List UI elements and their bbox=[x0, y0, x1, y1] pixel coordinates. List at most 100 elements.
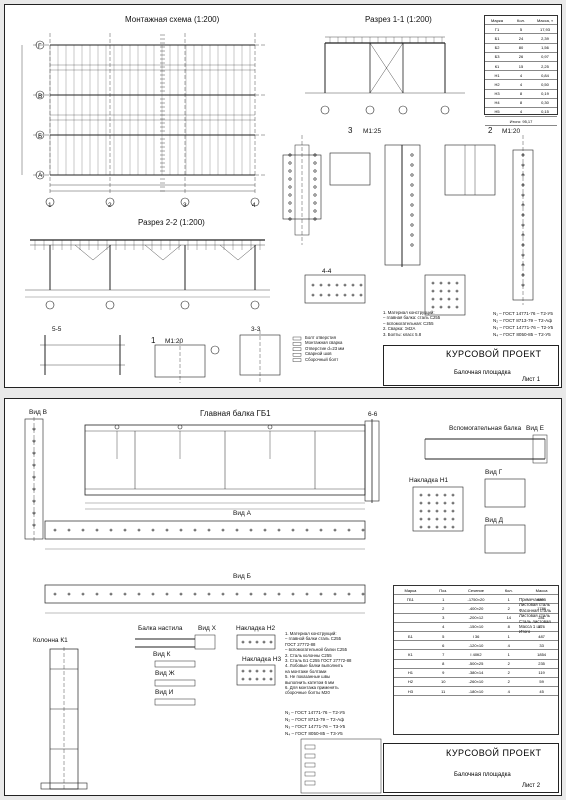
bolt-icon bbox=[288, 177, 292, 181]
axis-letter-g: Г bbox=[38, 43, 42, 50]
view-i-title: Вид И bbox=[155, 689, 174, 696]
axis-bubble bbox=[35, 40, 45, 50]
callout-icon bbox=[267, 424, 273, 430]
node2-detail bbox=[444, 144, 496, 196]
drawing-outline bbox=[484, 478, 526, 508]
legend-symbol bbox=[304, 753, 316, 759]
bolt-icon bbox=[431, 289, 435, 293]
drawing-outline bbox=[532, 434, 548, 464]
bolt-icon bbox=[351, 293, 355, 297]
section44-detail bbox=[304, 274, 366, 304]
view-b-title: Вид Б bbox=[233, 573, 251, 580]
axis-bubble bbox=[45, 197, 55, 207]
bolt-icon bbox=[165, 528, 169, 532]
section55-title: 5-5 bbox=[52, 326, 62, 333]
section66-title: 6-6 bbox=[368, 411, 378, 418]
bolt-icon bbox=[439, 305, 443, 309]
side-list: Примечание Листовая сталь Фасонная сталь… bbox=[519, 597, 552, 635]
floor-beam-title: Балка настила bbox=[138, 625, 183, 632]
node1-scale: М1:20 bbox=[165, 338, 184, 345]
bolt-icon bbox=[447, 289, 451, 293]
bolt-icon bbox=[451, 501, 455, 505]
stamp-subtitle: Балочная площадка bbox=[454, 772, 511, 778]
bolt-icon bbox=[235, 592, 239, 596]
axis-bubble bbox=[440, 105, 450, 115]
axis-bubble bbox=[45, 300, 55, 310]
bolt-icon bbox=[32, 487, 36, 491]
bolt-icon bbox=[313, 209, 317, 213]
weld-formulas-2: N₁ – ГОСТ 14771-76 – Т2-У5 N₂ – ГОСТ 871… bbox=[285, 710, 346, 736]
callout-icon bbox=[177, 424, 183, 430]
bolt-icon bbox=[410, 173, 414, 177]
bolt-icon bbox=[361, 592, 365, 596]
bolt-icon bbox=[313, 201, 317, 205]
bolt-icon bbox=[263, 528, 267, 532]
bolt-icon bbox=[333, 592, 337, 596]
axis-bubble bbox=[250, 197, 260, 207]
bolt-icon bbox=[455, 289, 459, 293]
bolt-icon bbox=[521, 213, 525, 217]
bolt-icon bbox=[359, 283, 363, 287]
bolt-icon bbox=[419, 501, 423, 505]
table-total: Итого: 95,17 bbox=[485, 117, 557, 127]
bolt-icon bbox=[419, 493, 423, 497]
plate-n3-title: Накладка Н3 bbox=[242, 656, 282, 663]
bolt-icon bbox=[521, 223, 525, 227]
bolt-icon bbox=[313, 217, 317, 221]
bolt-icon bbox=[32, 427, 36, 431]
bolt-icon bbox=[193, 592, 197, 596]
bolt-icon bbox=[313, 153, 317, 157]
bolt-icon bbox=[521, 163, 525, 167]
bolt-icon bbox=[347, 592, 351, 596]
bolt-icon bbox=[521, 153, 525, 157]
bolt-icon bbox=[291, 528, 295, 532]
bolt-icon bbox=[241, 640, 245, 644]
bolt-icon bbox=[221, 592, 225, 596]
bolt-icon bbox=[410, 183, 414, 187]
bolt-icon bbox=[151, 528, 155, 532]
title-block-2: КУРСОВОЙ ПРОЕКТ Балочная площадка Лист 2 bbox=[383, 743, 559, 793]
bolt-icon bbox=[521, 273, 525, 277]
axis-bubble bbox=[35, 90, 45, 100]
bolt-icon bbox=[435, 517, 439, 521]
bolt-icon bbox=[435, 501, 439, 505]
bolt-icon bbox=[410, 233, 414, 237]
drawing-line bbox=[162, 244, 182, 261]
axis-number-1: 1 bbox=[48, 202, 52, 209]
bolt-icon bbox=[67, 528, 71, 532]
bolt-icon bbox=[343, 283, 347, 287]
bolt-icon bbox=[319, 283, 323, 287]
spec-header: Марка Поз. Сечение Кол. Масса bbox=[394, 586, 558, 596]
bolt-icon bbox=[410, 243, 414, 247]
bolt-icon bbox=[439, 289, 443, 293]
bolt-icon bbox=[81, 528, 85, 532]
bolt-icon bbox=[305, 592, 309, 596]
view-e-title: Вид Е bbox=[526, 425, 544, 432]
callout-icon bbox=[114, 424, 120, 430]
bolt-icon bbox=[288, 217, 292, 221]
bolt-icon bbox=[335, 293, 339, 297]
bolt-icon bbox=[137, 592, 141, 596]
drawing-sheet-2: Вид В Главная балка ГБ1 6-6 Вспомогатель… bbox=[4, 398, 562, 796]
bolt-icon bbox=[179, 592, 183, 596]
drawing-sheet-1: Монтажная схема (1:200) Разрез 1-1 (1:20… bbox=[4, 4, 562, 388]
view-a-title: Вид А bbox=[233, 510, 251, 517]
bolt-icon bbox=[319, 293, 323, 297]
bolt-icon bbox=[95, 592, 99, 596]
axis-letter-b: Б bbox=[38, 133, 43, 140]
stamp-sheet: Лист 2 bbox=[522, 783, 541, 789]
bolt-icon bbox=[67, 592, 71, 596]
drawing-outline bbox=[484, 524, 526, 554]
bolt-icon bbox=[521, 243, 525, 247]
bolt-icon bbox=[347, 528, 351, 532]
bolt-icon bbox=[521, 253, 525, 257]
